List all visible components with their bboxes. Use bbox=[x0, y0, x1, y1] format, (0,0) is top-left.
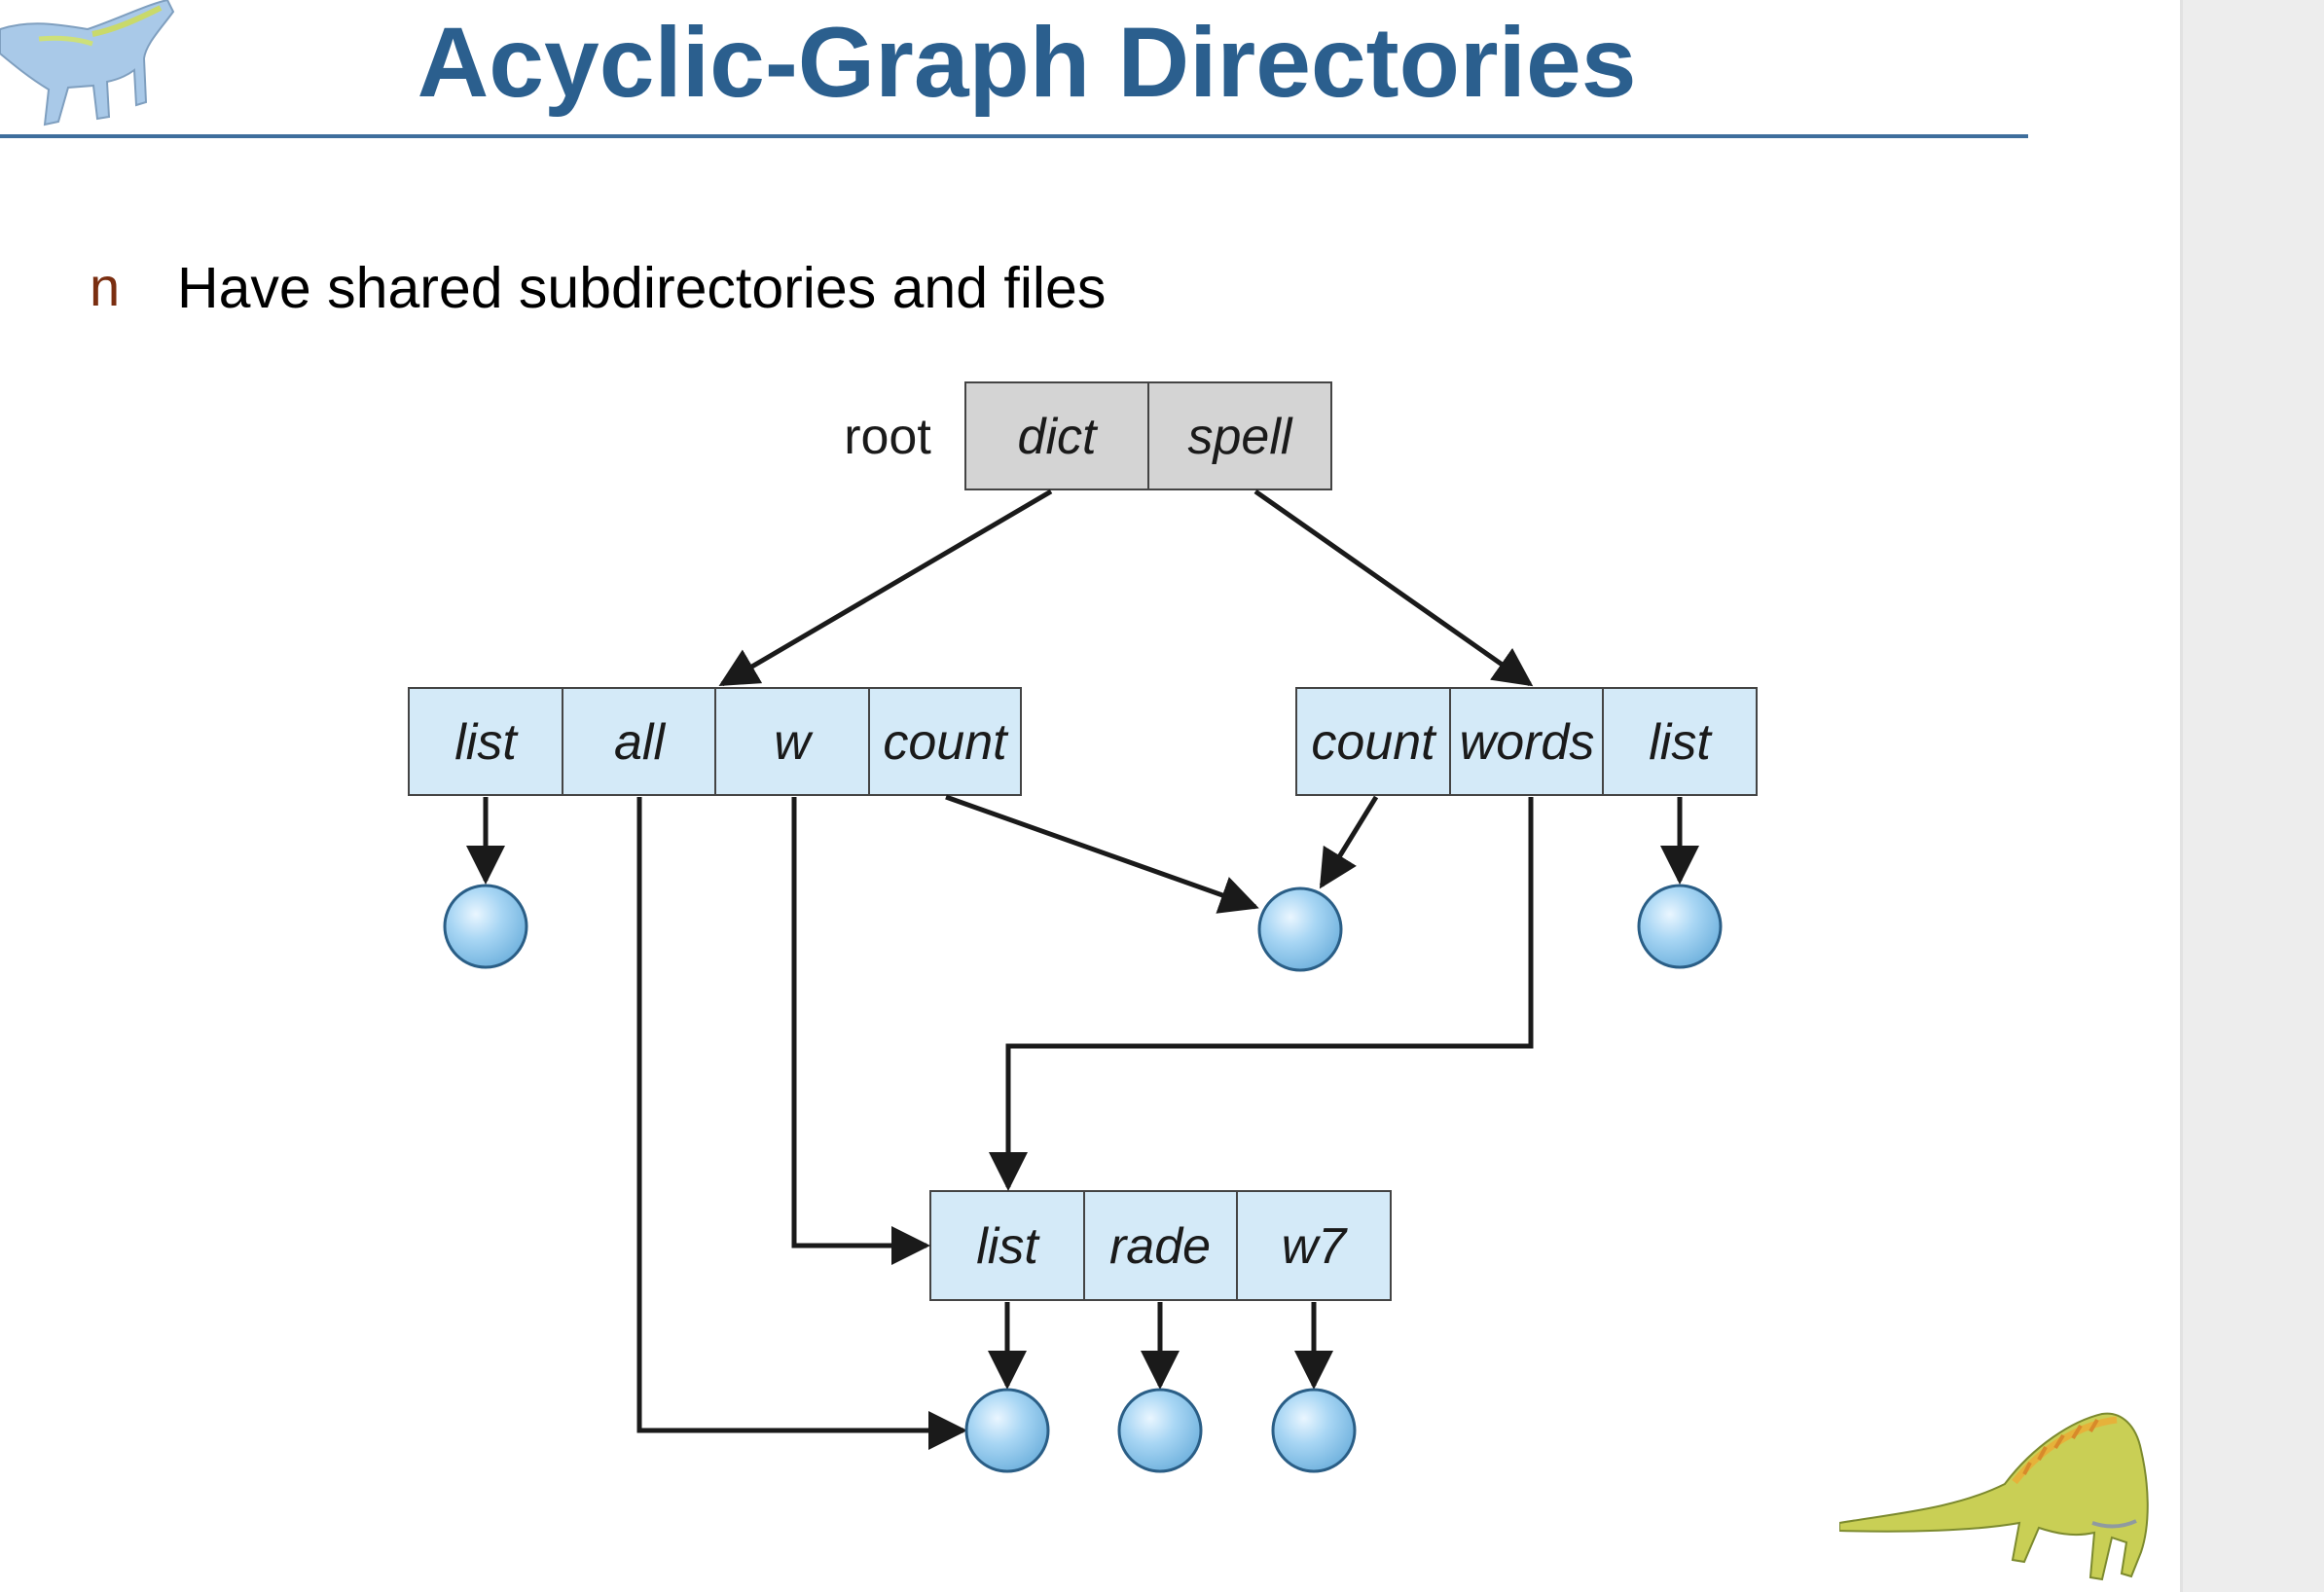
edge-root-spell bbox=[1253, 488, 1534, 687]
dinosaur-top-left-icon bbox=[0, 0, 175, 127]
bullet-text: Have shared subdirectories and files bbox=[177, 256, 1107, 320]
root-directory: dict spell bbox=[964, 381, 1332, 490]
spell-entry-count: count bbox=[1311, 714, 1437, 771]
edge-dict-count-file bbox=[945, 794, 1259, 914]
edge-spell-count-file bbox=[1319, 795, 1379, 889]
file-node-shared-list bbox=[964, 1388, 1050, 1473]
spell-entry-list: list bbox=[1649, 714, 1713, 771]
shared-directory: list rade w7 bbox=[929, 1190, 1392, 1301]
bullet-marker: n bbox=[90, 256, 121, 317]
dict-entry-list: list bbox=[454, 714, 519, 771]
file-node-spell-list bbox=[1637, 884, 1723, 969]
spell-directory: count words list bbox=[1295, 687, 1758, 796]
file-node-count-shared bbox=[1257, 886, 1343, 972]
edge-root-dict bbox=[718, 488, 1053, 687]
page-title: Acyclic-Graph Directories bbox=[417, 7, 1637, 118]
file-node-dict-list bbox=[443, 884, 528, 969]
dict-entry-all: all bbox=[614, 714, 666, 771]
directory-graph-diagram: root dict spell list all w count count w… bbox=[408, 381, 1758, 1473]
root-entry-dict: dict bbox=[1018, 409, 1099, 465]
shared-entry-rade: rade bbox=[1109, 1218, 1211, 1275]
right-side-panel bbox=[2180, 0, 2324, 1592]
dict-directory: list all w count bbox=[408, 687, 1022, 796]
root-label: root bbox=[844, 409, 931, 465]
spell-entry-words: words bbox=[1460, 714, 1595, 771]
edge-spell-words-shared bbox=[989, 797, 1534, 1191]
edge-dict-all-file bbox=[636, 797, 967, 1450]
title-divider bbox=[0, 134, 2028, 138]
edge-dict-w-shared bbox=[791, 797, 930, 1265]
root-entry-spell: spell bbox=[1188, 409, 1293, 465]
file-node-shared-rade bbox=[1117, 1388, 1203, 1473]
file-node-shared-w7 bbox=[1271, 1388, 1357, 1473]
dict-entry-count: count bbox=[883, 714, 1009, 771]
slide: Acyclic-Graph Directories n Have shared … bbox=[0, 0, 2149, 1581]
dict-entry-w: w bbox=[774, 714, 814, 771]
dinosaur-bottom-right-icon bbox=[1839, 1412, 2149, 1581]
shared-entry-w7: w7 bbox=[1282, 1218, 1349, 1275]
shared-entry-list: list bbox=[976, 1218, 1040, 1275]
